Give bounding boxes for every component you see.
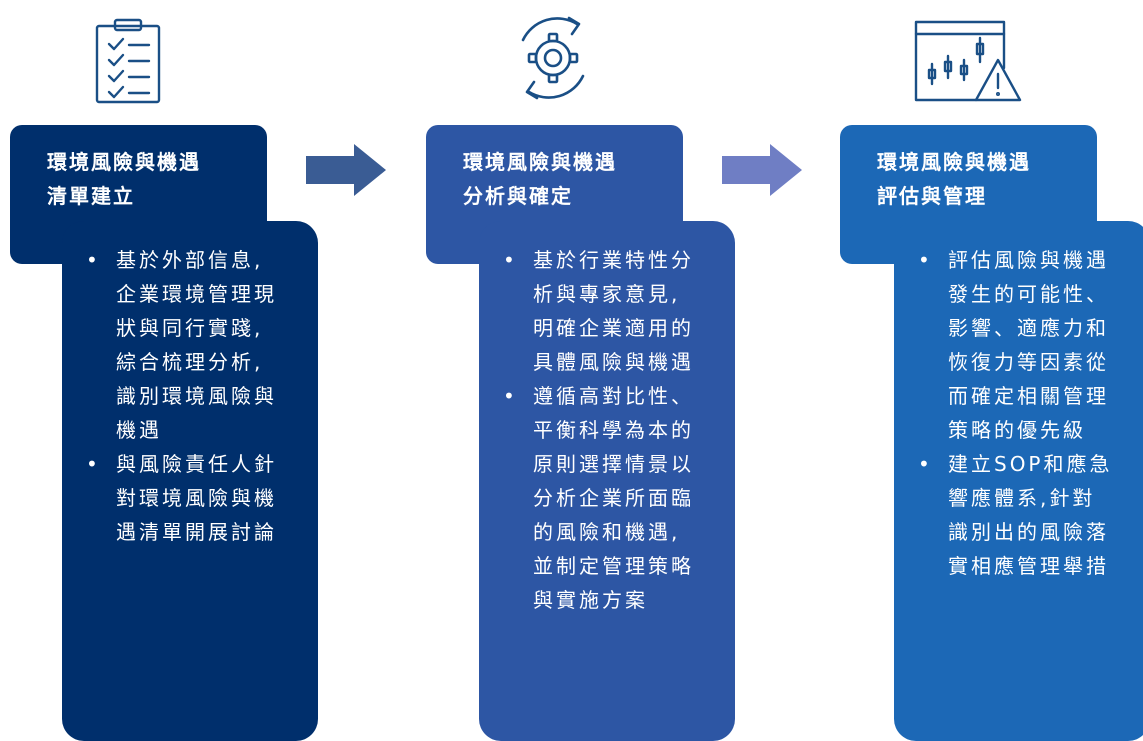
step-title-line-1: 環境風險與機遇	[47, 150, 201, 174]
bullet-point: 遵循高對比性、 平衡科學為本的 原則選擇情景以 分析企業所面臨 的風險和機遇, …	[503, 379, 719, 617]
step-title-line-2: 分析與確定	[463, 184, 573, 208]
bullet-point: 與風險責任人針 對環境風險與機 遇清單開展討論	[86, 447, 302, 549]
bullet-point: 基於行業特性分 析與專家意見, 明確企業適用的 具體風險與機遇	[503, 243, 719, 379]
arrow-right-icon	[306, 144, 386, 196]
step-3: 環境風險與機遇 評估與管理 評估風險與機遇 發生的可能性、 影響、適應力和 恢復…	[836, 0, 1143, 741]
gear-cycle-icon	[521, 16, 585, 100]
step-title-box: 環境風險與機遇 清單建立	[10, 125, 267, 264]
arrow-right-icon	[722, 144, 802, 196]
step-title-line-2: 清單建立	[47, 184, 135, 208]
step-body-box: 基於外部信息, 企業環境管理現 狀與同行實踐, 綜合梳理分析, 識別環境風險與 …	[62, 221, 318, 741]
checklist-icon	[95, 18, 161, 104]
bullet-point: 基於外部信息, 企業環境管理現 狀與同行實踐, 綜合梳理分析, 識別環境風險與 …	[86, 243, 302, 447]
step-title-line-1: 環境風險與機遇	[877, 150, 1031, 174]
step-1: 環境風險與機遇 清單建立 基於外部信息, 企業環境管理現 狀與同行實踐, 綜合梳…	[0, 0, 318, 741]
bullet-point: 建立SOP和應急 響應體系,針對 識別出的風險落 實相應管理舉措	[918, 447, 1134, 583]
step-body-box: 基於行業特性分 析與專家意見, 明確企業適用的 具體風險與機遇 遵循高對比性、 …	[479, 221, 735, 741]
step-title-line-2: 評估與管理	[877, 184, 987, 208]
chart-warning-icon	[914, 20, 1022, 102]
step-2: 環境風險與機遇 分析與確定 基於行業特性分 析與專家意見, 明確企業適用的 具體…	[420, 0, 735, 741]
step-title-line-1: 環境風險與機遇	[463, 150, 617, 174]
bullet-point: 評估風險與機遇 發生的可能性、 影響、適應力和 恢復力等因素從 而確定相關管理 …	[918, 243, 1134, 447]
step-body-box: 評估風險與機遇 發生的可能性、 影響、適應力和 恢復力等因素從 而確定相關管理 …	[894, 221, 1143, 741]
